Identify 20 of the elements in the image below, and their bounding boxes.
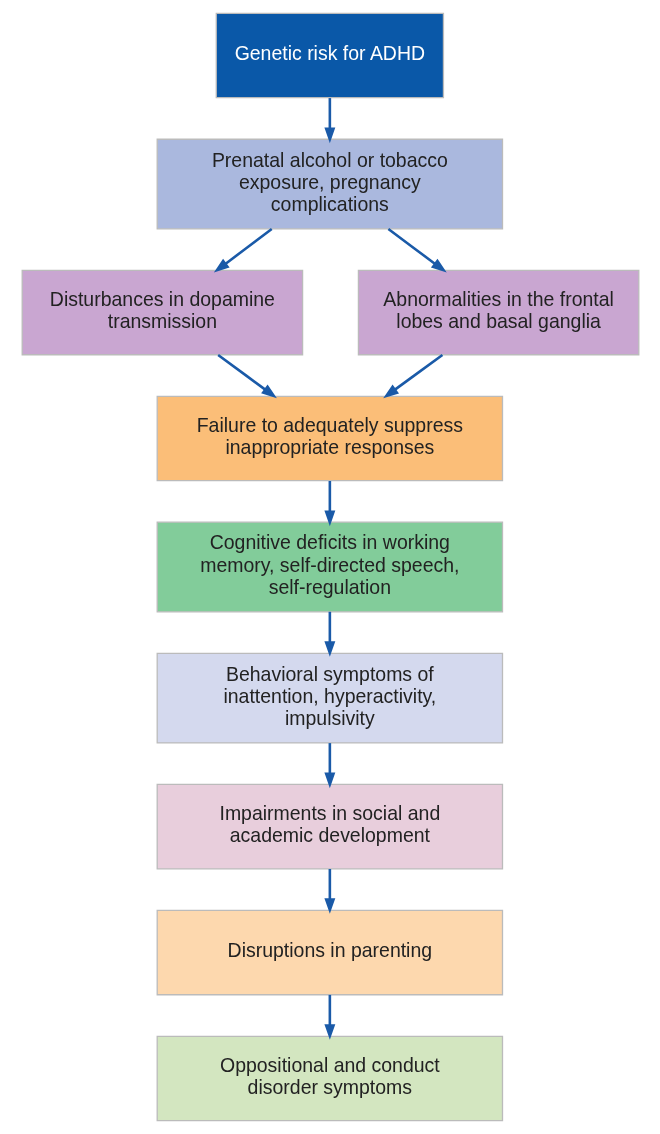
node-box: Behavioral symptoms of inattention, hyperactivity, impulsivity <box>156 652 503 744</box>
arrow <box>323 611 335 657</box>
node-box: Prenatal alcohol or tobacco exposure, pregnancy complications <box>156 138 503 230</box>
arrow <box>323 869 335 914</box>
node-box: Abnormalities in the frontal lobes and basal ganglia <box>357 269 639 356</box>
arrow <box>323 743 335 789</box>
arrow <box>387 228 447 273</box>
node-box: Disturbances in dopamine transmission <box>21 269 303 356</box>
arrow <box>323 994 335 1040</box>
node-box: Genetic risk for ADHD <box>215 12 444 99</box>
arrow <box>216 353 277 399</box>
node-box: Disruptions in parenting <box>156 909 503 996</box>
arrow <box>323 481 335 527</box>
arrow <box>382 353 443 399</box>
arrow <box>213 228 273 273</box>
node-box: Oppositional and conduct disorder symptoms <box>156 1035 503 1122</box>
node-box: Failure to adequately suppress inappropriate responses <box>156 395 503 482</box>
node-box: Cognitive deficits in working memory, self-directed speech, self-regulation <box>156 521 503 613</box>
arrow <box>323 98 335 144</box>
node-box: Impairments in social and academic development <box>156 783 503 870</box>
